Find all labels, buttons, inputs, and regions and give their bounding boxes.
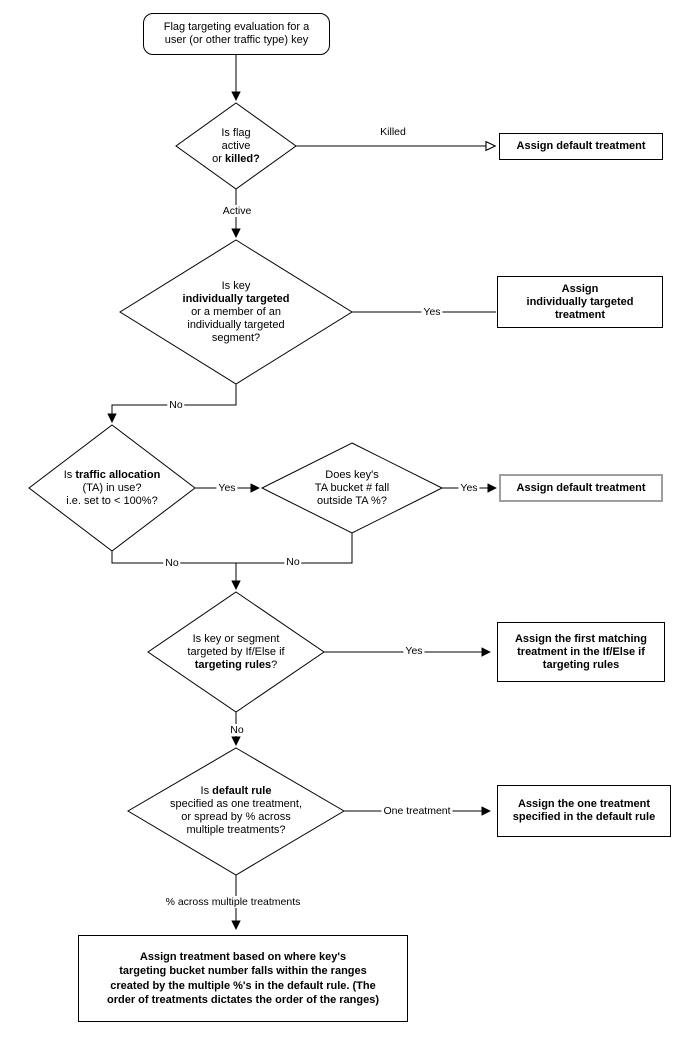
action-assign-default-treatment-killed: Assign default treatment <box>499 133 663 160</box>
edge-label-yes-rules: Yes <box>403 645 425 657</box>
decision-targeting-rules-shape <box>147 591 325 713</box>
edge-label-no-bucket: No <box>284 556 302 568</box>
action-assign-default-treatment-ta: Assign default treatment <box>499 474 663 502</box>
decision-individually-targeted-shape <box>119 239 353 385</box>
edge-no-bucket-merge <box>236 533 353 564</box>
edge-label-yes-ta: Yes <box>216 482 238 494</box>
decision-traffic-allocation-shape <box>28 424 196 552</box>
edge-label-one-treatment: One treatment <box>381 805 453 817</box>
edge-label-no-rules: No <box>228 724 246 736</box>
decision-ta-bucket-shape <box>260 442 444 534</box>
edge-label-pct-multiple: % across multiple treatments <box>163 896 303 908</box>
edge-label-yes-individual: Yes <box>421 306 443 318</box>
decision-flag-active-shape <box>175 102 297 190</box>
edge-no-ta-merge <box>111 551 236 564</box>
edge-label-active: Active <box>220 205 254 217</box>
decision-default-rule-shape <box>127 747 345 876</box>
edge-label-killed: Killed <box>378 126 408 138</box>
edge-label-no-ta: No <box>163 557 181 569</box>
edge-label-no-individual: No <box>167 399 185 411</box>
edge-label-yes-bucket: Yes <box>458 482 480 494</box>
